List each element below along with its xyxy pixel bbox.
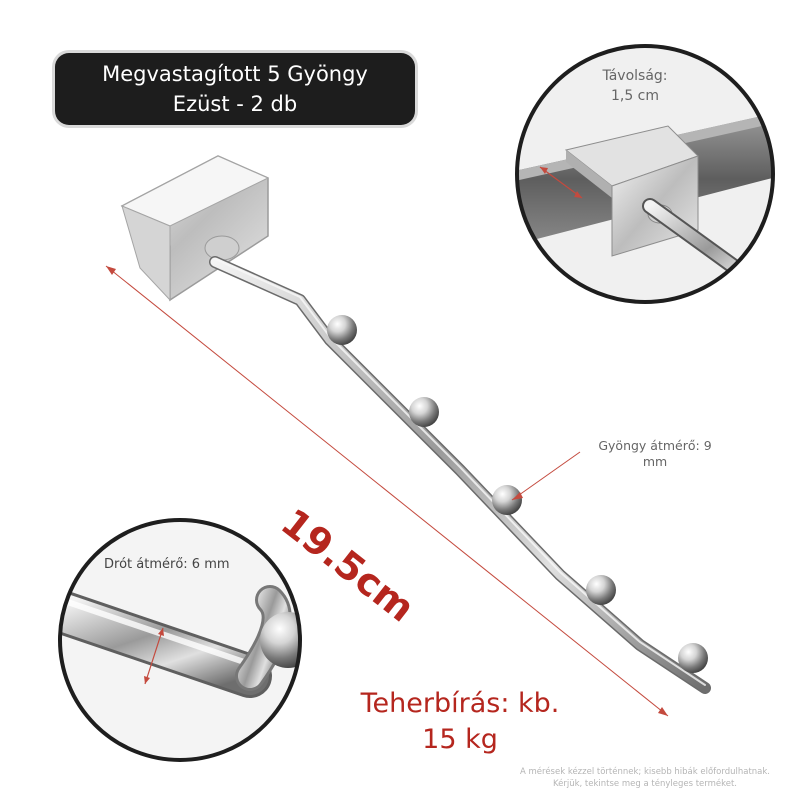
hook-bracket bbox=[120, 155, 270, 302]
distance-callout: Távolság: 1,5 cm bbox=[570, 66, 700, 106]
disclaimer: A mérések kézzel történnek; kisebb hibák… bbox=[480, 766, 800, 790]
distance-zoom-circle bbox=[515, 44, 775, 304]
wire-zoom-circle bbox=[58, 518, 302, 762]
pearl-ball-icon bbox=[678, 643, 708, 673]
pearl-ball-icon bbox=[586, 575, 616, 605]
title-line-1: Megvastagított 5 Gyöngy bbox=[102, 62, 368, 86]
pearl-diameter-line-2: mm bbox=[642, 454, 668, 469]
title-line-2: Ezüst - 2 db bbox=[172, 92, 298, 116]
load-line-1: Teherbírás: kb. bbox=[360, 688, 560, 719]
pearls bbox=[327, 315, 708, 673]
distance-label: Távolság: bbox=[602, 68, 668, 84]
load-line-2: 15 kg bbox=[422, 724, 498, 755]
hook-wire bbox=[209, 256, 711, 694]
pearl-ball-icon bbox=[492, 485, 522, 515]
disclaimer-line-1: A mérések kézzel történnek; kisebb hibák… bbox=[519, 767, 771, 777]
distance-value: 1,5 cm bbox=[610, 88, 660, 104]
title-badge: Megvastagított 5 Gyöngy Ezüst - 2 db bbox=[55, 53, 415, 125]
length-dimension-line bbox=[105, 265, 669, 717]
wire-diameter-label: Drót átmérő: 6 mm bbox=[104, 557, 230, 572]
pearl-ball-icon bbox=[327, 315, 357, 345]
pearl-diameter-pointer bbox=[511, 451, 581, 501]
disclaimer-line-2: Kérjük, tekintse meg a tényleges terméke… bbox=[552, 779, 738, 789]
pearl-diameter-line-1: Gyöngy átmérő: 9 bbox=[598, 438, 712, 453]
load-capacity: Teherbírás: kb. 15 kg bbox=[340, 686, 580, 758]
pearl-ball-icon bbox=[409, 397, 439, 427]
pearl-diameter-callout: Gyöngy átmérő: 9 mm bbox=[570, 438, 740, 470]
